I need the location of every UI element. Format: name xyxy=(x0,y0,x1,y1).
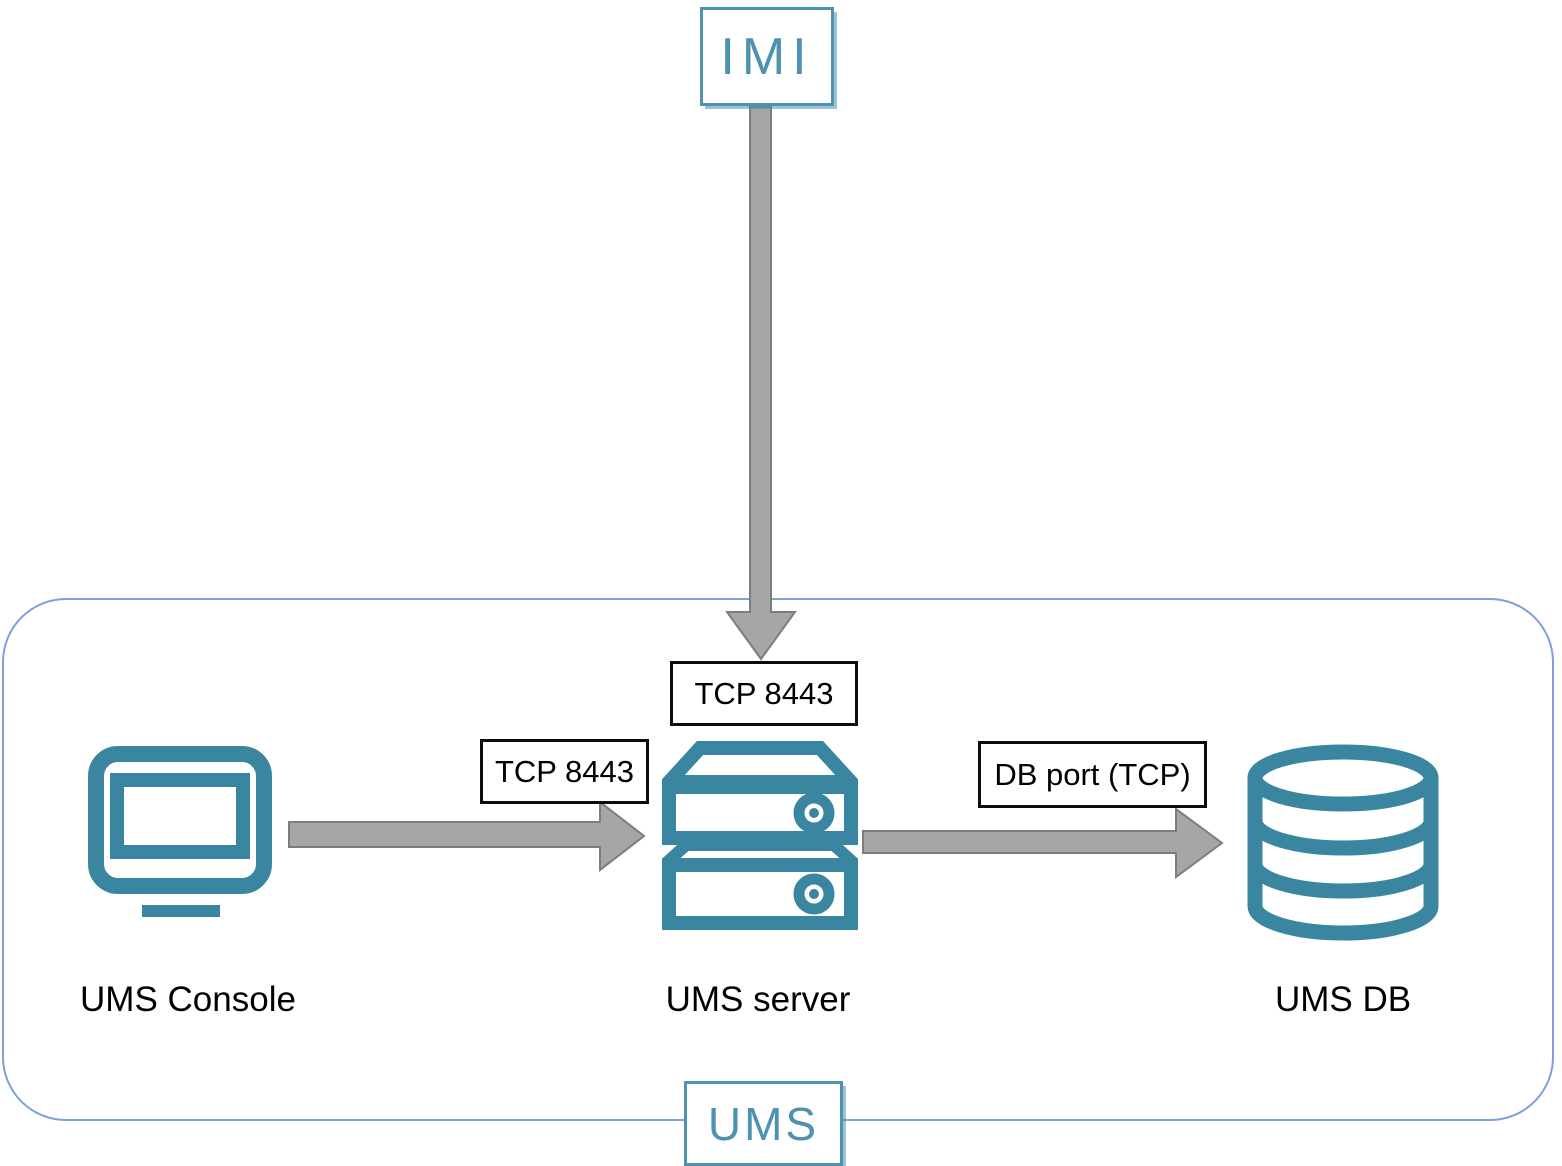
port-label-console-tcp-8443: TCP 8443 xyxy=(480,739,649,804)
ums-group-label: UMS xyxy=(707,1097,820,1150)
port-label-text: DB port (TCP) xyxy=(994,756,1191,792)
port-label-imi-tcp-8443: TCP 8443 xyxy=(670,661,858,726)
monitor-icon xyxy=(88,746,272,917)
server-stack-icon xyxy=(662,741,858,930)
imi-node: IMI xyxy=(700,7,834,106)
arrow-console-to-server xyxy=(288,800,646,872)
port-label-db-port-tcp: DB port (TCP) xyxy=(978,741,1207,808)
arrow-imi-to-ums-server xyxy=(725,106,797,661)
imi-label: IMI xyxy=(720,27,814,86)
ums-server-label: UMS server xyxy=(665,980,851,1019)
port-label-text: TCP 8443 xyxy=(494,753,634,789)
database-icon xyxy=(1247,744,1439,941)
ums-console-label: UMS Console xyxy=(80,980,296,1019)
ums-db-label: UMS DB xyxy=(1274,980,1412,1019)
ums-group-node: UMS xyxy=(684,1081,843,1166)
arrow-server-to-db xyxy=(862,807,1224,879)
port-label-text: TCP 8443 xyxy=(694,675,834,711)
